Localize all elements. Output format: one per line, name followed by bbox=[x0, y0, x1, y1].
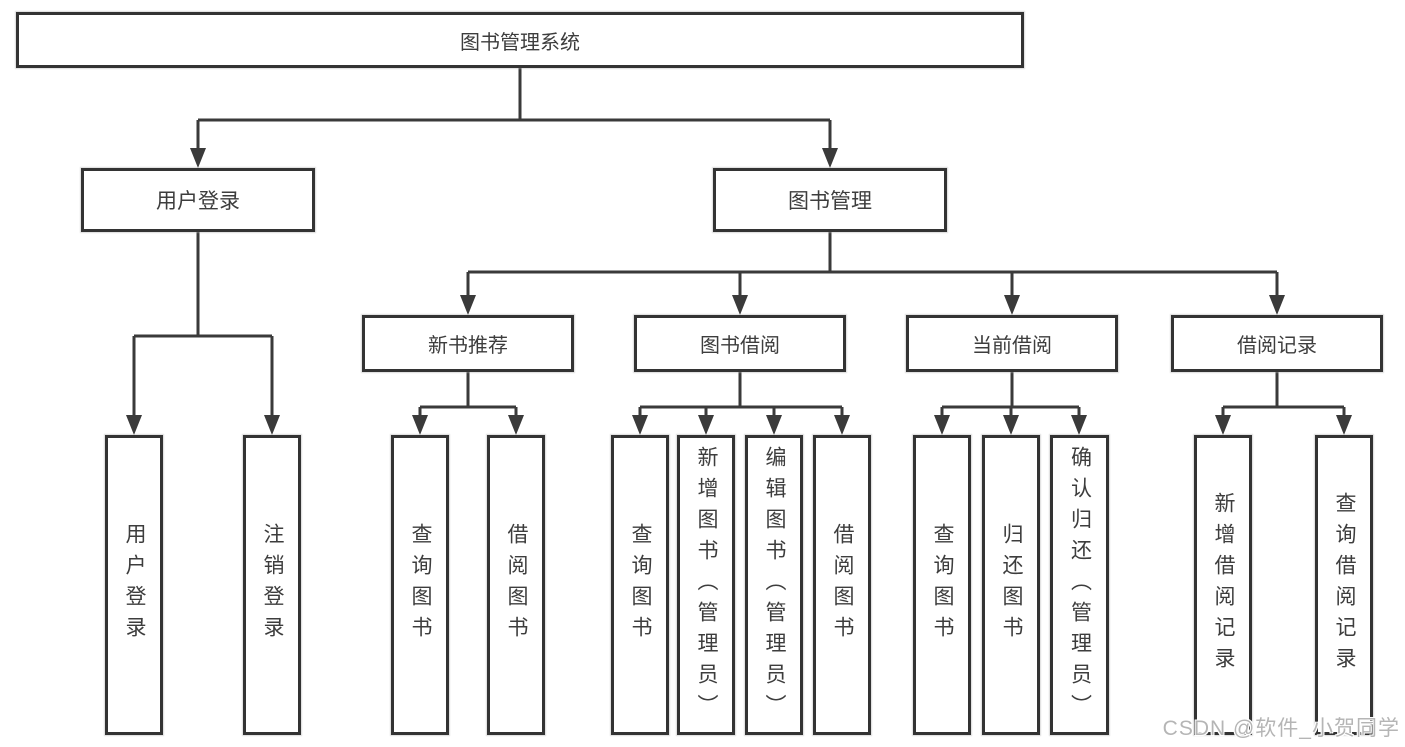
csdn-watermark: CSDN @软件_小贺同学 bbox=[1162, 717, 1400, 740]
leaf-query-borrow-record-label: 查询借阅记录 bbox=[1333, 492, 1356, 678]
leaf-borrow-books-borrow: 借阅图书 bbox=[813, 435, 871, 735]
connector-new-book-recommend-to-children bbox=[412, 372, 524, 435]
node-new-book-recommend-label: 新书推荐 bbox=[428, 335, 508, 357]
leaf-borrow-books-recommend-label: 借阅图书 bbox=[505, 523, 528, 647]
leaf-add-book-admin-label: 新增图书（管理员） bbox=[695, 445, 718, 725]
leaf-add-borrow-record-label: 新增借阅记录 bbox=[1212, 492, 1235, 678]
leaf-query-books-borrow-label: 查询图书 bbox=[629, 523, 652, 647]
leaf-borrow-books-borrow-label: 借阅图书 bbox=[831, 523, 854, 647]
leaf-confirm-return-admin-label: 确认归还（管理员） bbox=[1068, 445, 1092, 725]
connector-book-borrow-to-children bbox=[632, 372, 850, 435]
leaf-add-book-admin: 新增图书（管理员） bbox=[677, 435, 735, 735]
leaf-query-books-current: 查询图书 bbox=[913, 435, 971, 735]
leaf-logout-label: 注销登录 bbox=[261, 523, 284, 647]
node-user-login: 用户登录 bbox=[81, 168, 315, 232]
node-book-borrow: 图书借阅 bbox=[634, 315, 846, 372]
node-borrow-records: 借阅记录 bbox=[1171, 315, 1383, 372]
leaf-user-login-label: 用户登录 bbox=[123, 523, 146, 647]
leaf-confirm-return-admin: 确认归还（管理员） bbox=[1050, 435, 1109, 735]
node-current-borrow-label: 当前借阅 bbox=[972, 335, 1052, 357]
leaf-add-borrow-record: 新增借阅记录 bbox=[1194, 435, 1252, 735]
leaf-query-books-current-label: 查询图书 bbox=[931, 523, 954, 647]
node-user-login-label: 用户登录 bbox=[156, 190, 240, 213]
connector-user-login-to-children bbox=[126, 232, 280, 435]
leaf-query-books-recommend-label: 查询图书 bbox=[409, 523, 432, 647]
connector-book-management-to-level3 bbox=[460, 232, 1285, 315]
connector-root-to-level2 bbox=[190, 68, 838, 168]
leaf-user-login: 用户登录 bbox=[105, 435, 163, 735]
leaf-edit-book-admin: 编辑图书（管理员） bbox=[745, 435, 803, 735]
leaf-return-book-label: 归还图书 bbox=[1000, 523, 1023, 647]
leaf-logout: 注销登录 bbox=[243, 435, 301, 735]
leaf-borrow-books-recommend: 借阅图书 bbox=[487, 435, 545, 735]
node-new-book-recommend: 新书推荐 bbox=[362, 315, 574, 372]
leaf-query-borrow-record: 查询借阅记录 bbox=[1315, 435, 1373, 735]
connector-current-borrow-to-children bbox=[934, 372, 1087, 435]
leaf-return-book: 归还图书 bbox=[982, 435, 1040, 735]
node-borrow-records-label: 借阅记录 bbox=[1237, 335, 1317, 357]
leaf-edit-book-admin-label: 编辑图书（管理员） bbox=[763, 445, 786, 725]
node-book-management: 图书管理 bbox=[713, 168, 947, 232]
node-book-borrow-label: 图书借阅 bbox=[700, 335, 780, 357]
node-current-borrow: 当前借阅 bbox=[906, 315, 1118, 372]
node-book-management-label: 图书管理 bbox=[788, 190, 872, 213]
connector-borrow-records-to-children bbox=[1215, 372, 1352, 435]
leaf-query-books-recommend: 查询图书 bbox=[391, 435, 449, 735]
node-root: 图书管理系统 bbox=[16, 12, 1024, 68]
leaf-query-books-borrow: 查询图书 bbox=[611, 435, 669, 735]
node-root-label: 图书管理系统 bbox=[460, 31, 580, 54]
